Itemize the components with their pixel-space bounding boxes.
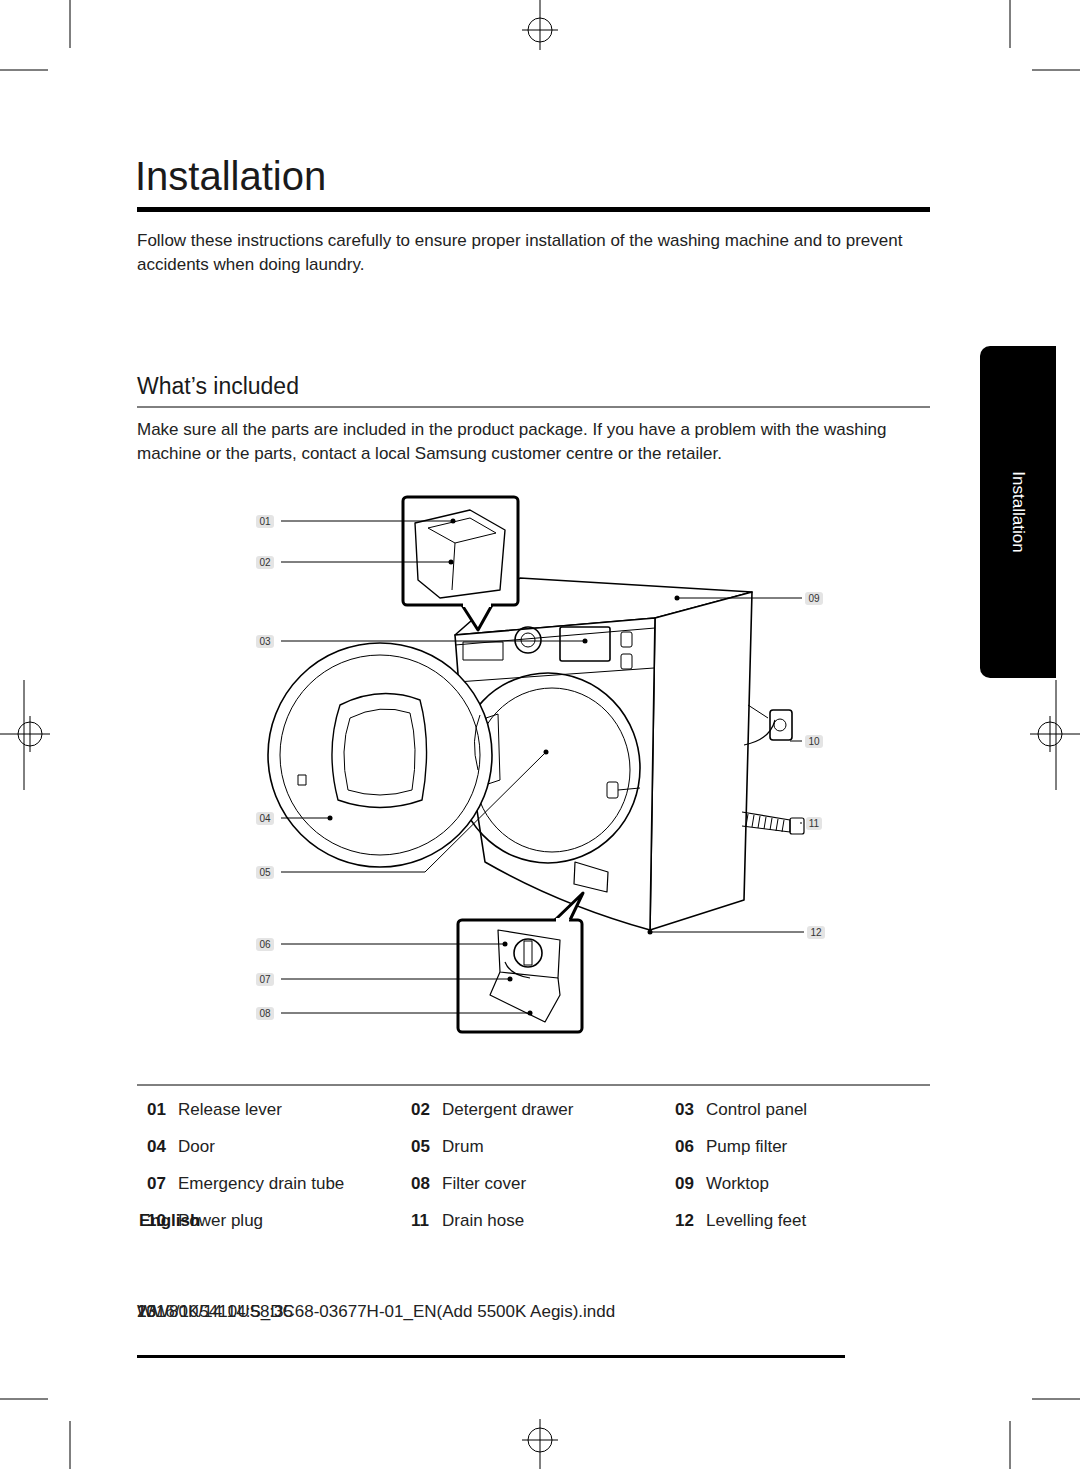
part-name: Pump filter <box>706 1136 787 1158</box>
part-name: Worktop <box>706 1173 769 1195</box>
part-name: Drain hose <box>442 1210 524 1232</box>
part-name: Control panel <box>706 1099 807 1121</box>
part-name: Drum <box>442 1136 484 1158</box>
callout-number: 11 <box>806 817 822 830</box>
part-name: Levelling feet <box>706 1210 806 1232</box>
callout-number: 07 <box>256 973 273 986</box>
callout-number: 01 <box>256 515 273 528</box>
part-name: Detergent drawer <box>442 1099 573 1121</box>
part-name: Filter cover <box>442 1173 526 1195</box>
intro-text: Follow these instructions carefully to e… <box>137 229 937 277</box>
part-number: 02 <box>411 1099 430 1121</box>
part-number: 01 <box>147 1099 166 1121</box>
callout-number: 08 <box>256 1007 273 1020</box>
callout-number: 10 <box>805 735 822 748</box>
part-name: Release lever <box>178 1099 282 1121</box>
part-number: 11 <box>411 1210 429 1232</box>
part-number: 07 <box>147 1173 166 1195</box>
part-number: 12 <box>675 1210 694 1232</box>
intro-text: Make sure all the parts are included in … <box>137 418 937 466</box>
part-number: English <box>139 1210 200 1232</box>
part-number: 06 <box>675 1136 694 1158</box>
part-name: Door <box>178 1136 215 1158</box>
part-number: 09 <box>675 1173 694 1195</box>
part-number: 03 <box>675 1099 694 1121</box>
callout-number: 12 <box>807 926 824 939</box>
callout-number: 04 <box>256 812 273 825</box>
part-number: 04 <box>147 1136 166 1158</box>
tab-label: Installation <box>1008 471 1028 552</box>
page-title: Installation <box>135 152 326 200</box>
callout-number: 03 <box>256 635 273 648</box>
part-name: Emergency drain tube <box>178 1173 344 1195</box>
callout-number: 06 <box>256 938 273 951</box>
part-number: 05 <box>411 1136 430 1158</box>
part-number: 08 <box>411 1173 430 1195</box>
callout-number: 02 <box>256 556 273 569</box>
label: 2016/10/14 14:58:35 <box>137 1300 293 1324</box>
callout-number: 05 <box>256 866 273 879</box>
section-tab: Installation <box>980 346 1056 678</box>
section-heading: What’s included <box>137 372 299 400</box>
callout-number: 09 <box>805 592 822 605</box>
